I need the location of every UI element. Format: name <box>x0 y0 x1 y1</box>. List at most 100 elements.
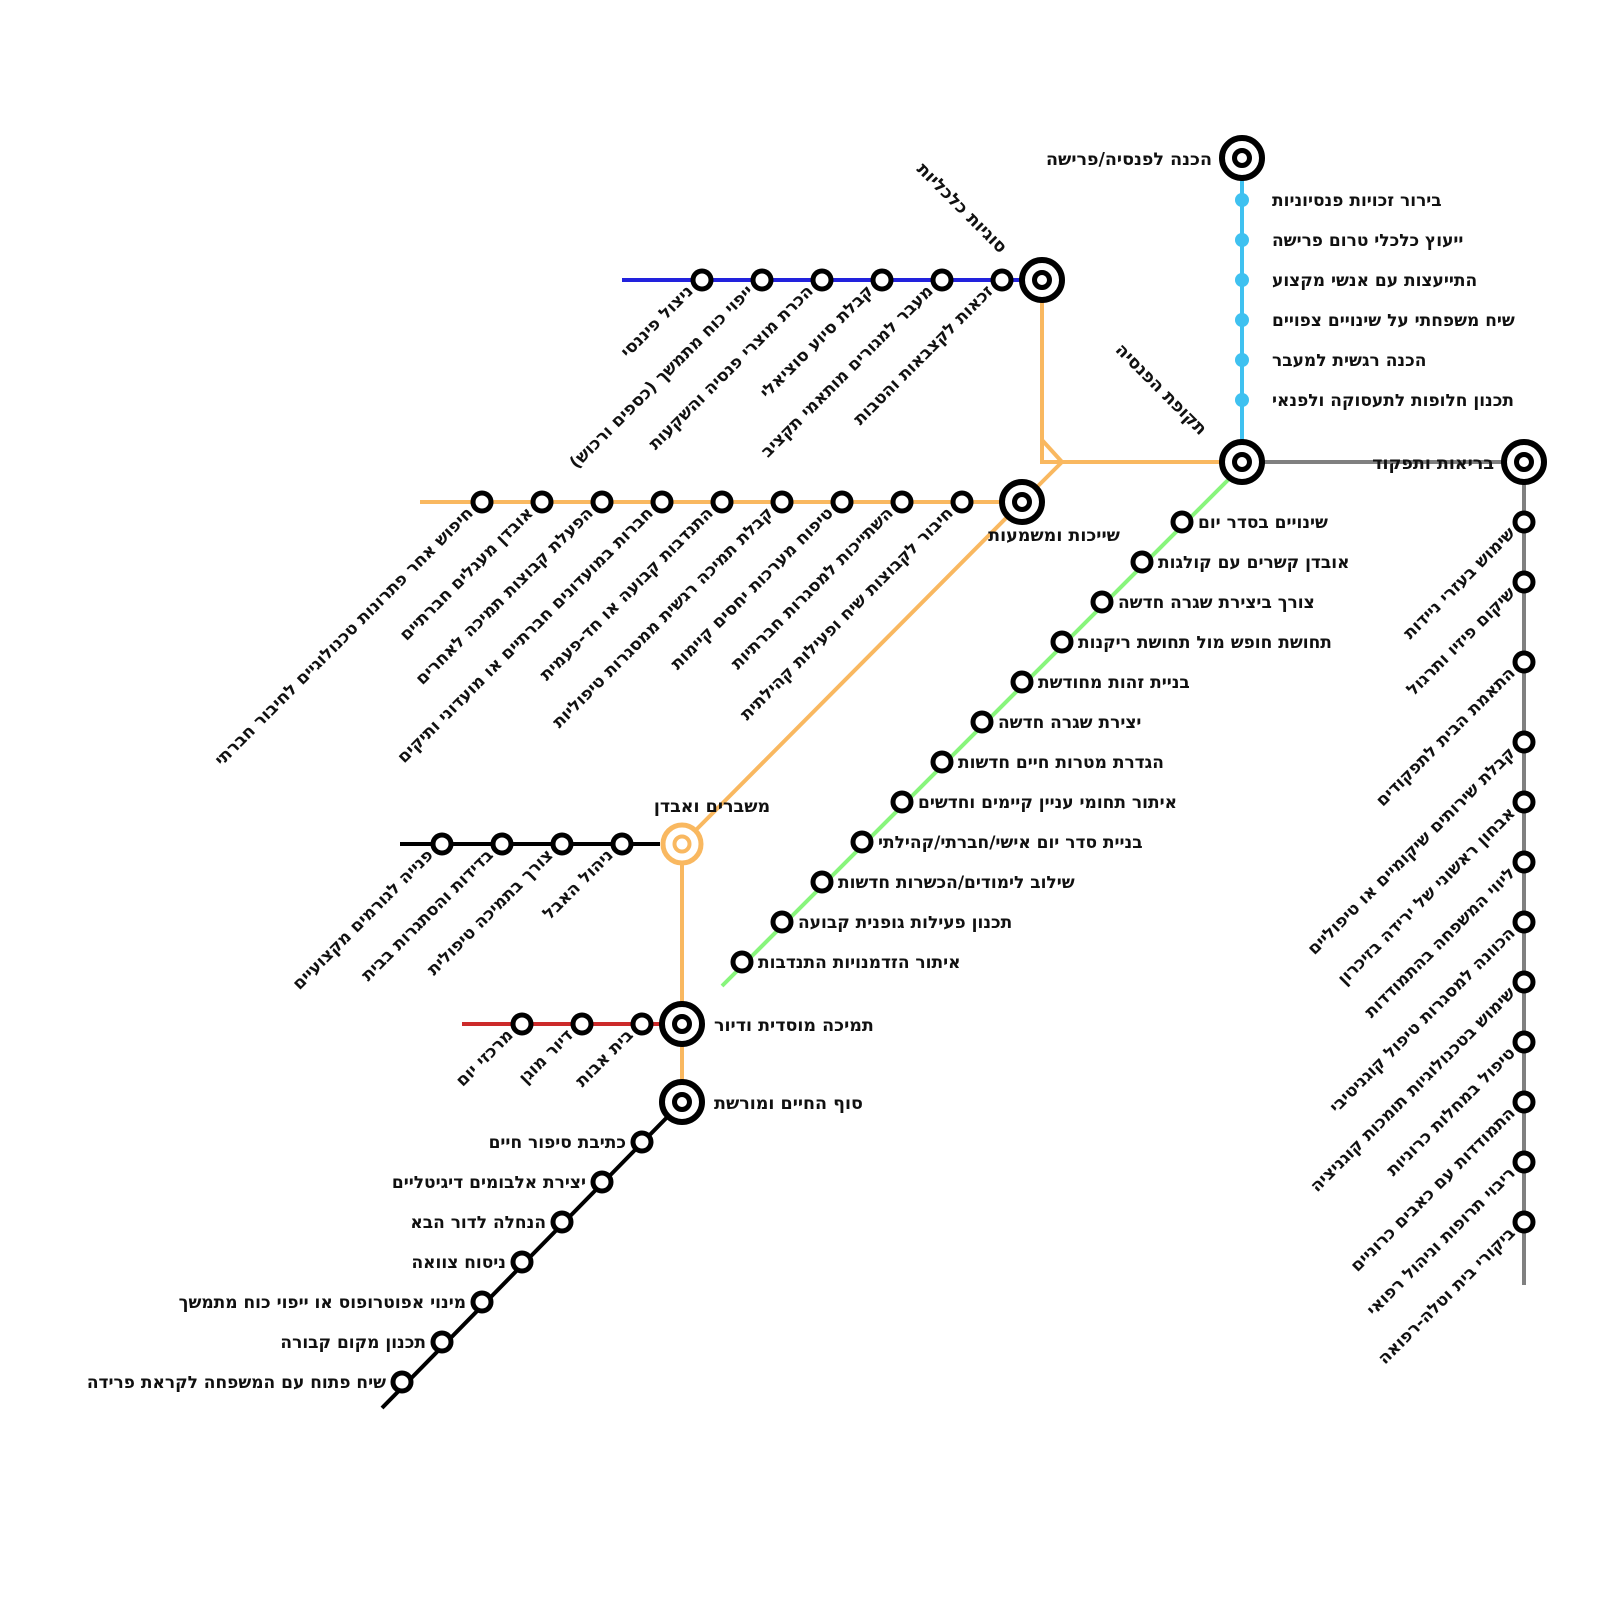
station-label: קבלת סיוע סוציאלי <box>756 281 877 402</box>
station-dot[interactable] <box>1235 193 1249 207</box>
hub-institutional[interactable]: תמיכה מוסדית ודיור <box>659 1001 874 1047</box>
station-marker[interactable] <box>1512 570 1536 594</box>
station-label: התייעצות עם אנשי מקצוע <box>1272 271 1477 291</box>
station-marker[interactable] <box>1512 970 1536 994</box>
station-label: ניסוח צוואה <box>411 1253 506 1273</box>
station-marker[interactable] <box>1170 510 1194 534</box>
station-marker[interactable] <box>990 268 1014 292</box>
station-marker[interactable] <box>530 490 554 514</box>
station-label: תחושת חופש מול תחושת ריקנות <box>1078 633 1332 653</box>
station-marker[interactable] <box>1512 730 1536 754</box>
station-marker[interactable] <box>630 1130 654 1154</box>
station-marker[interactable] <box>1512 910 1536 934</box>
hub-label: תמיכה מוסדית ודיור <box>714 1016 874 1036</box>
hub-core <box>672 1014 692 1034</box>
station-marker[interactable] <box>930 750 954 774</box>
station-marker[interactable] <box>470 1290 494 1314</box>
station-marker[interactable] <box>1512 1150 1536 1174</box>
hub-core <box>1032 270 1052 290</box>
station-marker[interactable] <box>770 490 794 514</box>
station-marker[interactable] <box>1090 590 1114 614</box>
station-marker[interactable] <box>510 1012 534 1036</box>
station-marker[interactable] <box>1010 670 1034 694</box>
station-marker[interactable] <box>850 830 874 854</box>
station-marker[interactable] <box>650 490 674 514</box>
station-marker[interactable] <box>390 1370 414 1394</box>
station-label: הכנה רגשית למעבר <box>1272 351 1426 371</box>
station-dot[interactable] <box>1235 393 1249 407</box>
hub-end-of-life[interactable]: סוף החיים ומורשת <box>659 1079 863 1125</box>
station-marker[interactable] <box>890 790 914 814</box>
station-marker[interactable] <box>630 1012 654 1036</box>
station-marker[interactable] <box>510 1250 534 1274</box>
station-label: שיח משפחתי על שינויים צפויים <box>1272 311 1515 331</box>
station-label: צורך ביצירת שגרה חדשה <box>1118 593 1315 613</box>
station-marker[interactable] <box>1512 1030 1536 1054</box>
station-marker[interactable] <box>430 1330 454 1354</box>
station-dot[interactable] <box>1235 313 1249 327</box>
station-label: תכנון פעילות גופנית קבועה <box>798 913 1012 933</box>
hub-label: תקופת הפנסיה <box>1111 340 1211 440</box>
blue-stations <box>690 268 1014 292</box>
station-dot[interactable] <box>1235 353 1249 367</box>
red-station-labels: בית אבות דיור מוגן מרכזי יום <box>452 1025 637 1091</box>
hub-crises[interactable]: משברים ואבדן <box>654 797 770 866</box>
station-label: שימוש בעזרי ניידות <box>1400 523 1520 643</box>
hub-pension-prep[interactable]: הכנה לפנסיה/פרישה <box>1046 135 1265 181</box>
station-marker[interactable] <box>730 950 754 974</box>
station-marker[interactable] <box>810 268 834 292</box>
station-marker[interactable] <box>1130 550 1154 574</box>
station-marker[interactable] <box>1512 850 1536 874</box>
station-marker[interactable] <box>1512 790 1536 814</box>
station-marker[interactable] <box>570 1012 594 1036</box>
cyan-stations: בירור זכויות פנסיוניות ייעוץ כלכלי טרום … <box>1235 191 1515 411</box>
station-label: אובדן קשרים עם קולגות <box>1158 553 1350 573</box>
legacy-line <box>380 1100 684 1410</box>
orange-junction-line <box>1040 438 1064 464</box>
station-marker[interactable] <box>550 832 574 856</box>
station-marker[interactable] <box>470 490 494 514</box>
station-marker[interactable] <box>890 490 914 514</box>
station-marker[interactable] <box>490 832 514 856</box>
station-label: קבלת תמיכה רגשית ממסגרות טיפוליות <box>549 503 778 732</box>
station-label: כתיבת סיפור חיים <box>489 1133 626 1153</box>
station-marker[interactable] <box>590 1170 614 1194</box>
station-label: ייעוץ כלכלי טרום פרישה <box>1272 231 1463 251</box>
station-marker[interactable] <box>1512 1090 1536 1114</box>
station-marker[interactable] <box>550 1210 574 1234</box>
station-marker[interactable] <box>830 490 854 514</box>
station-marker[interactable] <box>1512 510 1536 534</box>
station-marker[interactable] <box>970 710 994 734</box>
station-marker[interactable] <box>750 268 774 292</box>
hub-core <box>1232 148 1252 168</box>
orange-diagonal-line <box>680 500 1024 846</box>
station-dot[interactable] <box>1235 233 1249 247</box>
station-marker[interactable] <box>1512 650 1536 674</box>
hub-label: משברים ואבדן <box>654 797 770 817</box>
station-marker[interactable] <box>950 490 974 514</box>
grief-station-labels: ניהול האבל צורך בתמיכה טיפולית בדידות וה… <box>289 845 618 994</box>
hub-belonging[interactable]: שייכות ומשמעות <box>988 479 1121 546</box>
station-label: בירור זכויות פנסיוניות <box>1272 191 1442 211</box>
hub-core <box>672 834 692 854</box>
station-dot[interactable] <box>1235 273 1249 287</box>
station-marker[interactable] <box>610 832 634 856</box>
station-marker[interactable] <box>810 870 834 894</box>
red-stations <box>510 1012 654 1036</box>
station-marker[interactable] <box>1050 630 1074 654</box>
station-label: שיח פתוח עם המשפחה לקראת פרידה <box>87 1373 386 1393</box>
station-marker[interactable] <box>930 268 954 292</box>
station-marker[interactable] <box>590 490 614 514</box>
station-marker[interactable] <box>430 832 454 856</box>
station-marker[interactable] <box>870 268 894 292</box>
station-marker[interactable] <box>710 490 734 514</box>
grief-stations <box>430 832 634 856</box>
station-marker[interactable] <box>1512 1210 1536 1234</box>
hub-health[interactable]: בריאות ותפקוד <box>1372 439 1547 485</box>
hub-label: סוף החיים ומורשת <box>714 1094 863 1114</box>
station-marker[interactable] <box>770 910 794 934</box>
legacy-station-labels: כתיבת סיפור חיים יצירת אלבומים דיגיטליים… <box>87 1133 626 1393</box>
station-label: בניית זהות מחודשת <box>1038 673 1190 693</box>
station-marker[interactable] <box>690 268 714 292</box>
